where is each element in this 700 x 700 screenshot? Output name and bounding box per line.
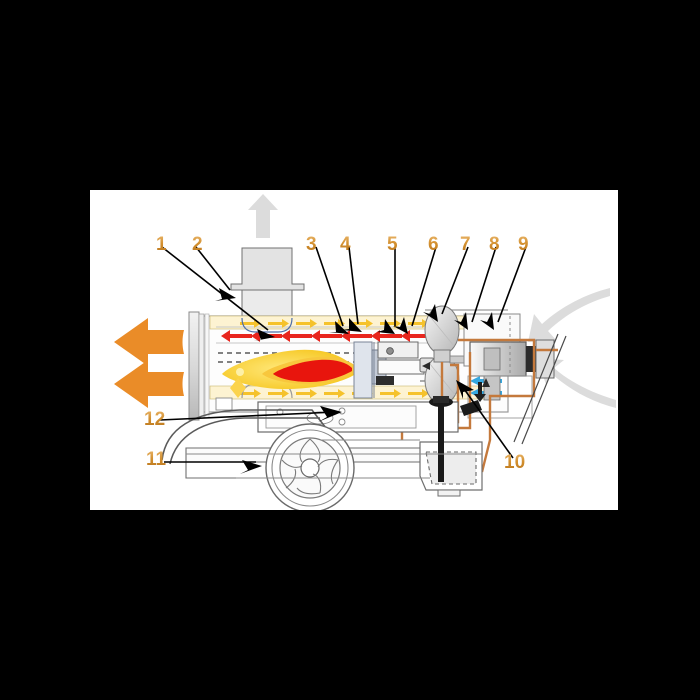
hot-air-output-arrows [114,318,184,408]
combustion-gas-arrows-top [221,330,432,342]
callout-number-8: 8 [489,234,500,255]
callout-number-2: 2 [192,234,203,255]
callout-number-7: 7 [460,234,471,255]
flue-outlet [230,247,305,319]
burner-flame [222,349,358,398]
callout-number-12: 12 [144,409,166,430]
callout-number-4: 4 [340,234,351,255]
callout-number-11: 11 [146,449,167,470]
callout-number-10: 10 [504,452,526,473]
diagram-canvas [90,190,618,510]
cart-wheel [265,423,355,510]
cart-handle [161,409,327,465]
callout-number-3: 3 [306,234,317,255]
chassis-rails [186,439,482,479]
callout-arrowheads [215,288,494,474]
callout-number-6: 6 [428,234,439,255]
exhaust-up-arrow [248,194,278,238]
callout-leader-lines [159,246,527,463]
callout-number-5: 5 [387,234,398,255]
cool-air-intake-arrows [528,288,616,408]
support-legs [513,333,567,445]
callout-number-9: 9 [518,234,529,255]
diagram-artwork [114,194,616,510]
callout-number-1: 1 [156,234,167,255]
fuel-pickup [429,396,482,482]
